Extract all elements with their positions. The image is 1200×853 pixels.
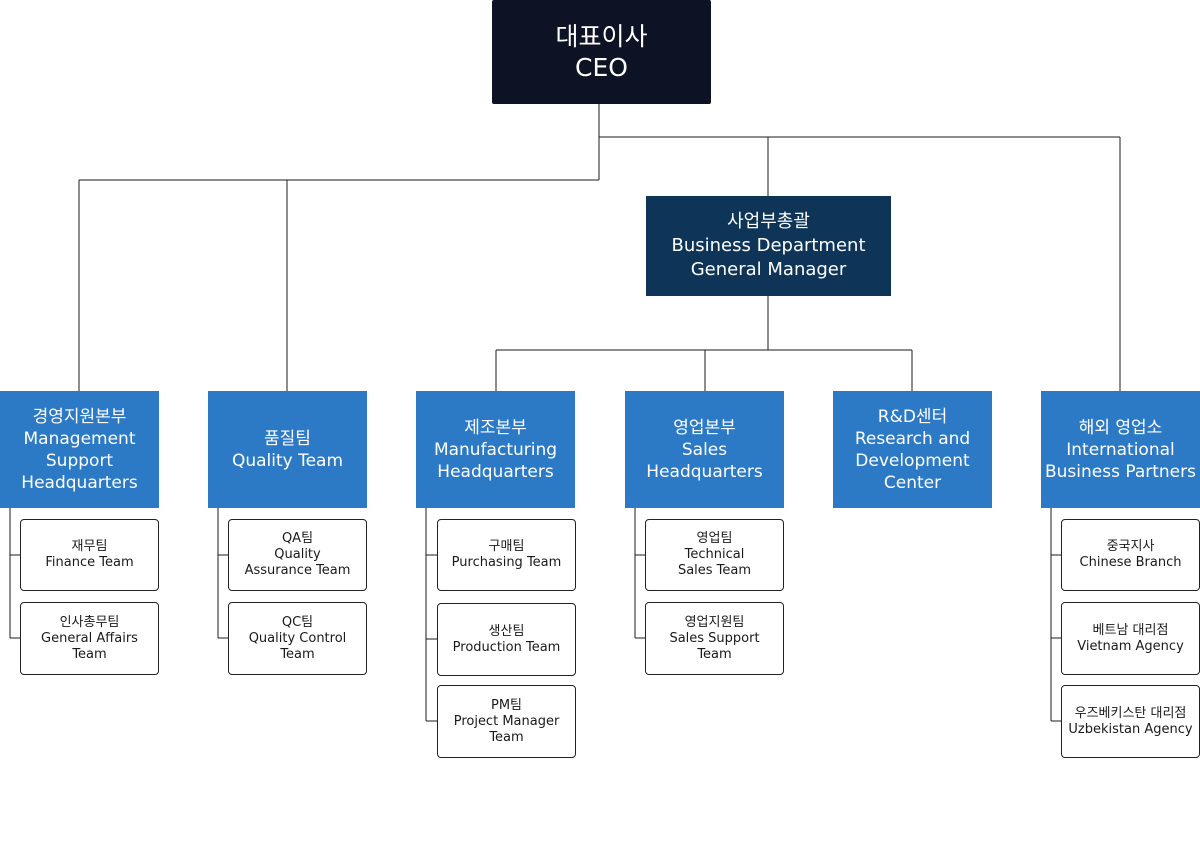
team-label-line: QA팀 bbox=[281, 531, 314, 546]
dept-label-line: Center bbox=[883, 472, 942, 493]
team-label-line: Team bbox=[697, 646, 732, 662]
dept-label-line: Research and bbox=[854, 428, 971, 449]
team-label-line: Uzbekistan Agency bbox=[1068, 721, 1193, 737]
team-label-line: Vietnam Agency bbox=[1077, 638, 1184, 654]
dept-label-line: Headquarters bbox=[646, 461, 763, 482]
team-label-line: 우즈베키스탄 대리점 bbox=[1074, 705, 1187, 721]
team-label-line: Technical bbox=[684, 547, 745, 562]
ceo-box: 대표이사 CEO bbox=[492, 0, 711, 104]
team-chinese-branch: 중국지사 Chinese Branch bbox=[1061, 519, 1200, 591]
team-label-line: PM팀 bbox=[490, 697, 523, 713]
dept-label-line: 영업본부 bbox=[673, 417, 736, 438]
team-label-line: QC팀 bbox=[281, 614, 314, 630]
general-manager-box: 사업부총괄 Business Department General Manage… bbox=[646, 196, 891, 296]
team-label-line: Team bbox=[72, 646, 107, 662]
dept-label-line: Business Partners bbox=[1044, 461, 1196, 482]
team-label-line: Sales Support bbox=[669, 630, 760, 646]
team-qa: QA팀 Quality Assurance Team bbox=[228, 519, 367, 591]
team-label-line: Team bbox=[280, 646, 315, 662]
team-label-line: 베트남 대리점 bbox=[1092, 622, 1169, 638]
dept-label-line: International bbox=[1066, 439, 1175, 460]
dept-manufacturing: 제조본부 Manufacturing Headquarters bbox=[416, 391, 575, 508]
dept-management-support: 경영지원본부 Management Support Headquarters bbox=[0, 391, 159, 508]
team-label-line: Quality bbox=[274, 547, 321, 562]
dept-label-line: Manufacturing bbox=[433, 439, 558, 460]
team-vietnam-agency: 베트남 대리점 Vietnam Agency bbox=[1061, 602, 1200, 675]
dept-label-line: 경영지원본부 bbox=[32, 406, 127, 427]
team-finance: 재무팀 Finance Team bbox=[20, 519, 159, 591]
dept-label-line: Quality Team bbox=[231, 450, 344, 471]
team-label-line: General Affairs bbox=[41, 630, 138, 646]
dept-label-line: Development bbox=[855, 450, 970, 471]
ceo-title-en: CEO bbox=[575, 53, 628, 82]
team-label-line: 영업팀 bbox=[696, 531, 733, 546]
team-technical-sales: 영업팀 Technical Sales Team bbox=[645, 519, 784, 591]
team-production: 생산팀 Production Team bbox=[437, 603, 576, 676]
dept-label-line: R&D센터 bbox=[877, 406, 948, 427]
dept-rnd-center: R&D센터 Research and Development Center bbox=[833, 391, 992, 508]
team-purchasing: 구매팀 Purchasing Team bbox=[437, 519, 576, 591]
team-label-line: Finance Team bbox=[45, 555, 134, 570]
team-label-line: Purchasing Team bbox=[451, 555, 562, 570]
dept-label-line: 해외 영업소 bbox=[1078, 417, 1163, 438]
team-label-line: Production Team bbox=[452, 639, 561, 655]
team-label-line: Quality Control bbox=[248, 630, 347, 646]
team-label-line: 영업지원팀 bbox=[684, 614, 745, 630]
team-label-line: Sales Team bbox=[677, 563, 752, 578]
gm-title-ko: 사업부총괄 bbox=[727, 211, 810, 232]
team-label-line: 중국지사 bbox=[1106, 539, 1155, 554]
team-uzbekistan-agency: 우즈베키스탄 대리점 Uzbekistan Agency bbox=[1061, 685, 1200, 758]
dept-label-line: Management bbox=[23, 428, 136, 449]
team-label-line: Assurance Team bbox=[244, 563, 351, 578]
dept-international: 해외 영업소 International Business Partners bbox=[1041, 391, 1200, 508]
dept-label-line: Headquarters bbox=[21, 472, 138, 493]
team-qc: QC팀 Quality Control Team bbox=[228, 602, 367, 675]
team-label-line: Team bbox=[489, 729, 524, 745]
dept-quality: 품질팀 Quality Team bbox=[208, 391, 367, 508]
dept-sales: 영업본부 Sales Headquarters bbox=[625, 391, 784, 508]
gm-title-en-line2: General Manager bbox=[690, 259, 847, 280]
dept-label-line: 제조본부 bbox=[464, 417, 527, 438]
dept-label-line: Headquarters bbox=[437, 461, 554, 482]
team-project-manager: PM팀 Project Manager Team bbox=[437, 685, 576, 758]
team-label-line: Chinese Branch bbox=[1079, 555, 1182, 570]
team-general-affairs: 인사총무팀 General Affairs Team bbox=[20, 602, 159, 675]
gm-title-en-line1: Business Department bbox=[671, 235, 866, 256]
team-label-line: Project Manager bbox=[453, 713, 560, 729]
ceo-title-ko: 대표이사 bbox=[555, 22, 648, 51]
dept-label-line: Support bbox=[45, 450, 114, 471]
dept-label-line: Sales bbox=[681, 439, 728, 460]
team-label-line: 구매팀 bbox=[488, 539, 525, 554]
dept-label-line: 품질팀 bbox=[264, 428, 311, 449]
team-sales-support: 영업지원팀 Sales Support Team bbox=[645, 602, 784, 675]
team-label-line: 재무팀 bbox=[71, 539, 108, 554]
team-label-line: 생산팀 bbox=[488, 623, 525, 639]
team-label-line: 인사총무팀 bbox=[59, 614, 120, 630]
